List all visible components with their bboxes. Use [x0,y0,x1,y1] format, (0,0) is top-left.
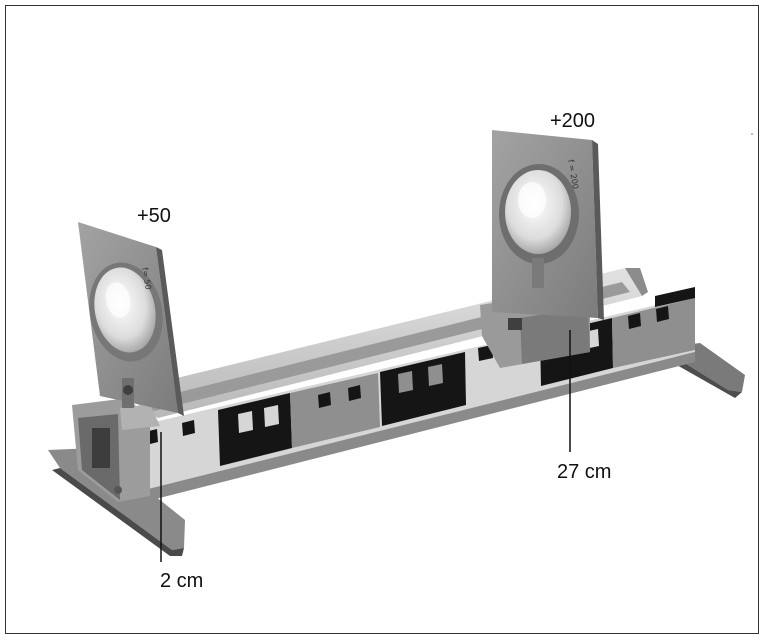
left-carriage [72,398,160,502]
lens-left-power-label: +50 [137,205,171,227]
lens-right-power-label: +200 [550,110,596,132]
lens-holder-left: f= 50 [78,222,184,416]
left-position-label: 2 cm [160,570,204,592]
lens-holder-right: f = 200 [492,130,604,320]
right-position-label: 27 cm [557,461,612,483]
svg-text:f= 50: f= 50 [140,267,153,290]
